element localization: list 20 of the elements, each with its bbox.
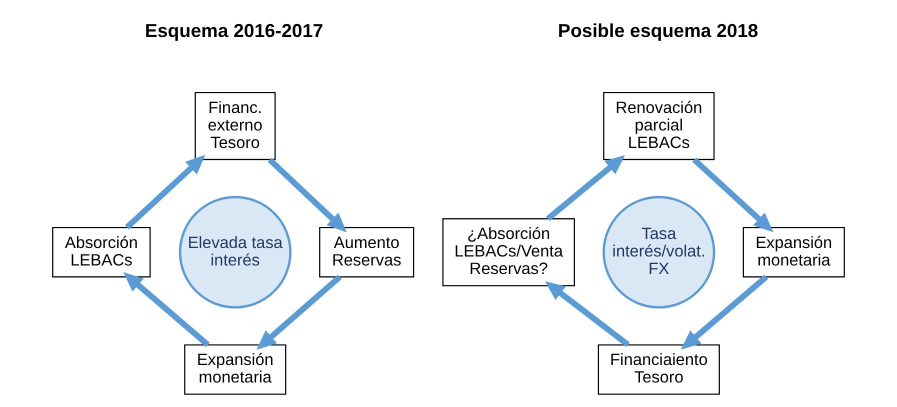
arrow: [256, 274, 342, 350]
arrow: [546, 155, 626, 221]
node-box: Expansión monetaria: [184, 344, 286, 395]
node-box: ¿Absorción LEBACs/Venta Reservas?: [442, 218, 575, 286]
label: Esquema 2016-2017: [144, 20, 324, 42]
node-box: Aumento Reservas: [319, 226, 414, 278]
node-box: Financiaiento Tesoro: [598, 344, 720, 395]
node-box: Absorción LEBACs: [52, 226, 151, 278]
arrow: [545, 281, 630, 347]
label: Posible esquema 2018: [558, 20, 758, 42]
arrow: [692, 158, 774, 232]
arrow: [125, 154, 206, 230]
arrow: [680, 274, 768, 350]
arrow: [268, 158, 347, 232]
node-box: Expansión monetaria: [742, 226, 845, 278]
node-box: Financ. externo Tesoro: [194, 92, 276, 160]
arrow: [123, 272, 210, 348]
node-circle: Tasa interés/volat. FX: [602, 196, 716, 309]
node-circle: Elevada tasa interés: [178, 196, 292, 309]
node-box: Renovación parcial LEBACs: [603, 92, 715, 160]
